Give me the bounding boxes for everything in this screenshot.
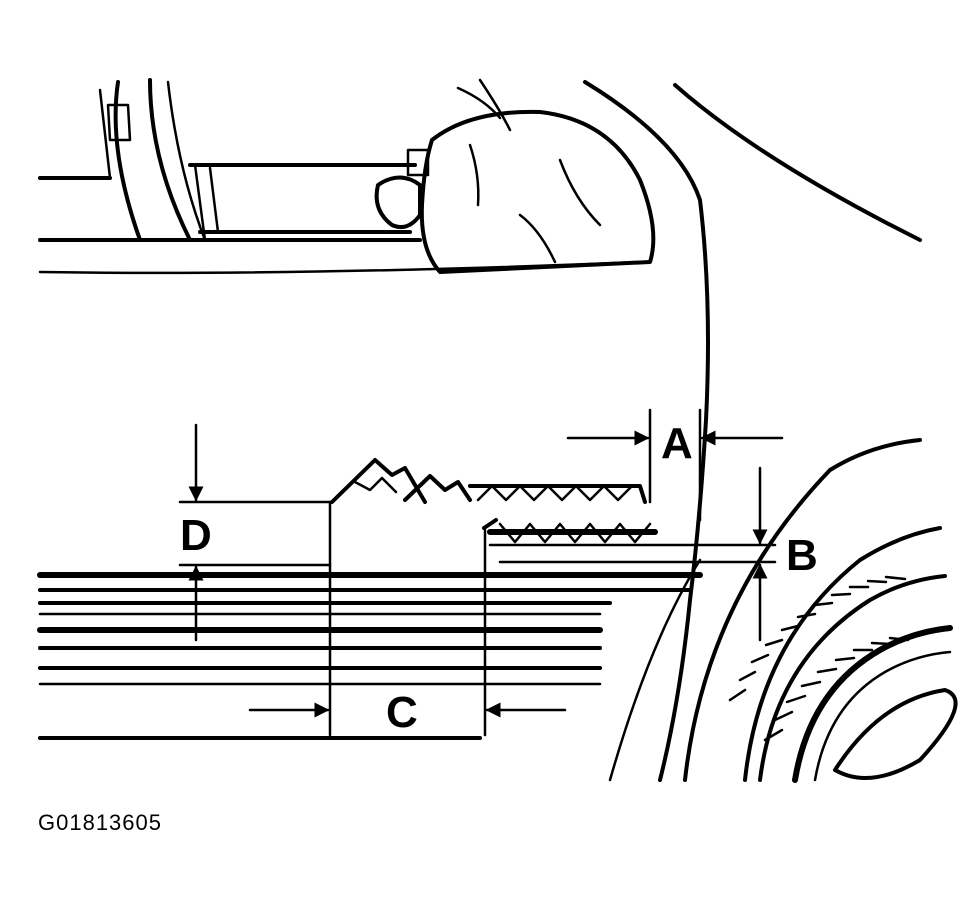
label-d: D bbox=[180, 511, 212, 560]
dimension-d bbox=[178, 423, 332, 642]
mountain-decal bbox=[330, 458, 658, 544]
wheel-well-and-tire bbox=[683, 438, 958, 783]
body-contour-lines bbox=[478, 78, 922, 782]
label-a: A bbox=[661, 419, 693, 468]
dimension-b bbox=[488, 466, 777, 642]
lower-body-stripes bbox=[37, 572, 703, 740]
label-c: C bbox=[386, 688, 418, 737]
label-b: B bbox=[786, 531, 818, 580]
dimension-a bbox=[566, 408, 784, 522]
door-window-frame bbox=[38, 78, 642, 275]
figure-code: G01813605 bbox=[38, 810, 162, 835]
dimension-c bbox=[248, 500, 567, 737]
side-mirror bbox=[374, 86, 656, 274]
